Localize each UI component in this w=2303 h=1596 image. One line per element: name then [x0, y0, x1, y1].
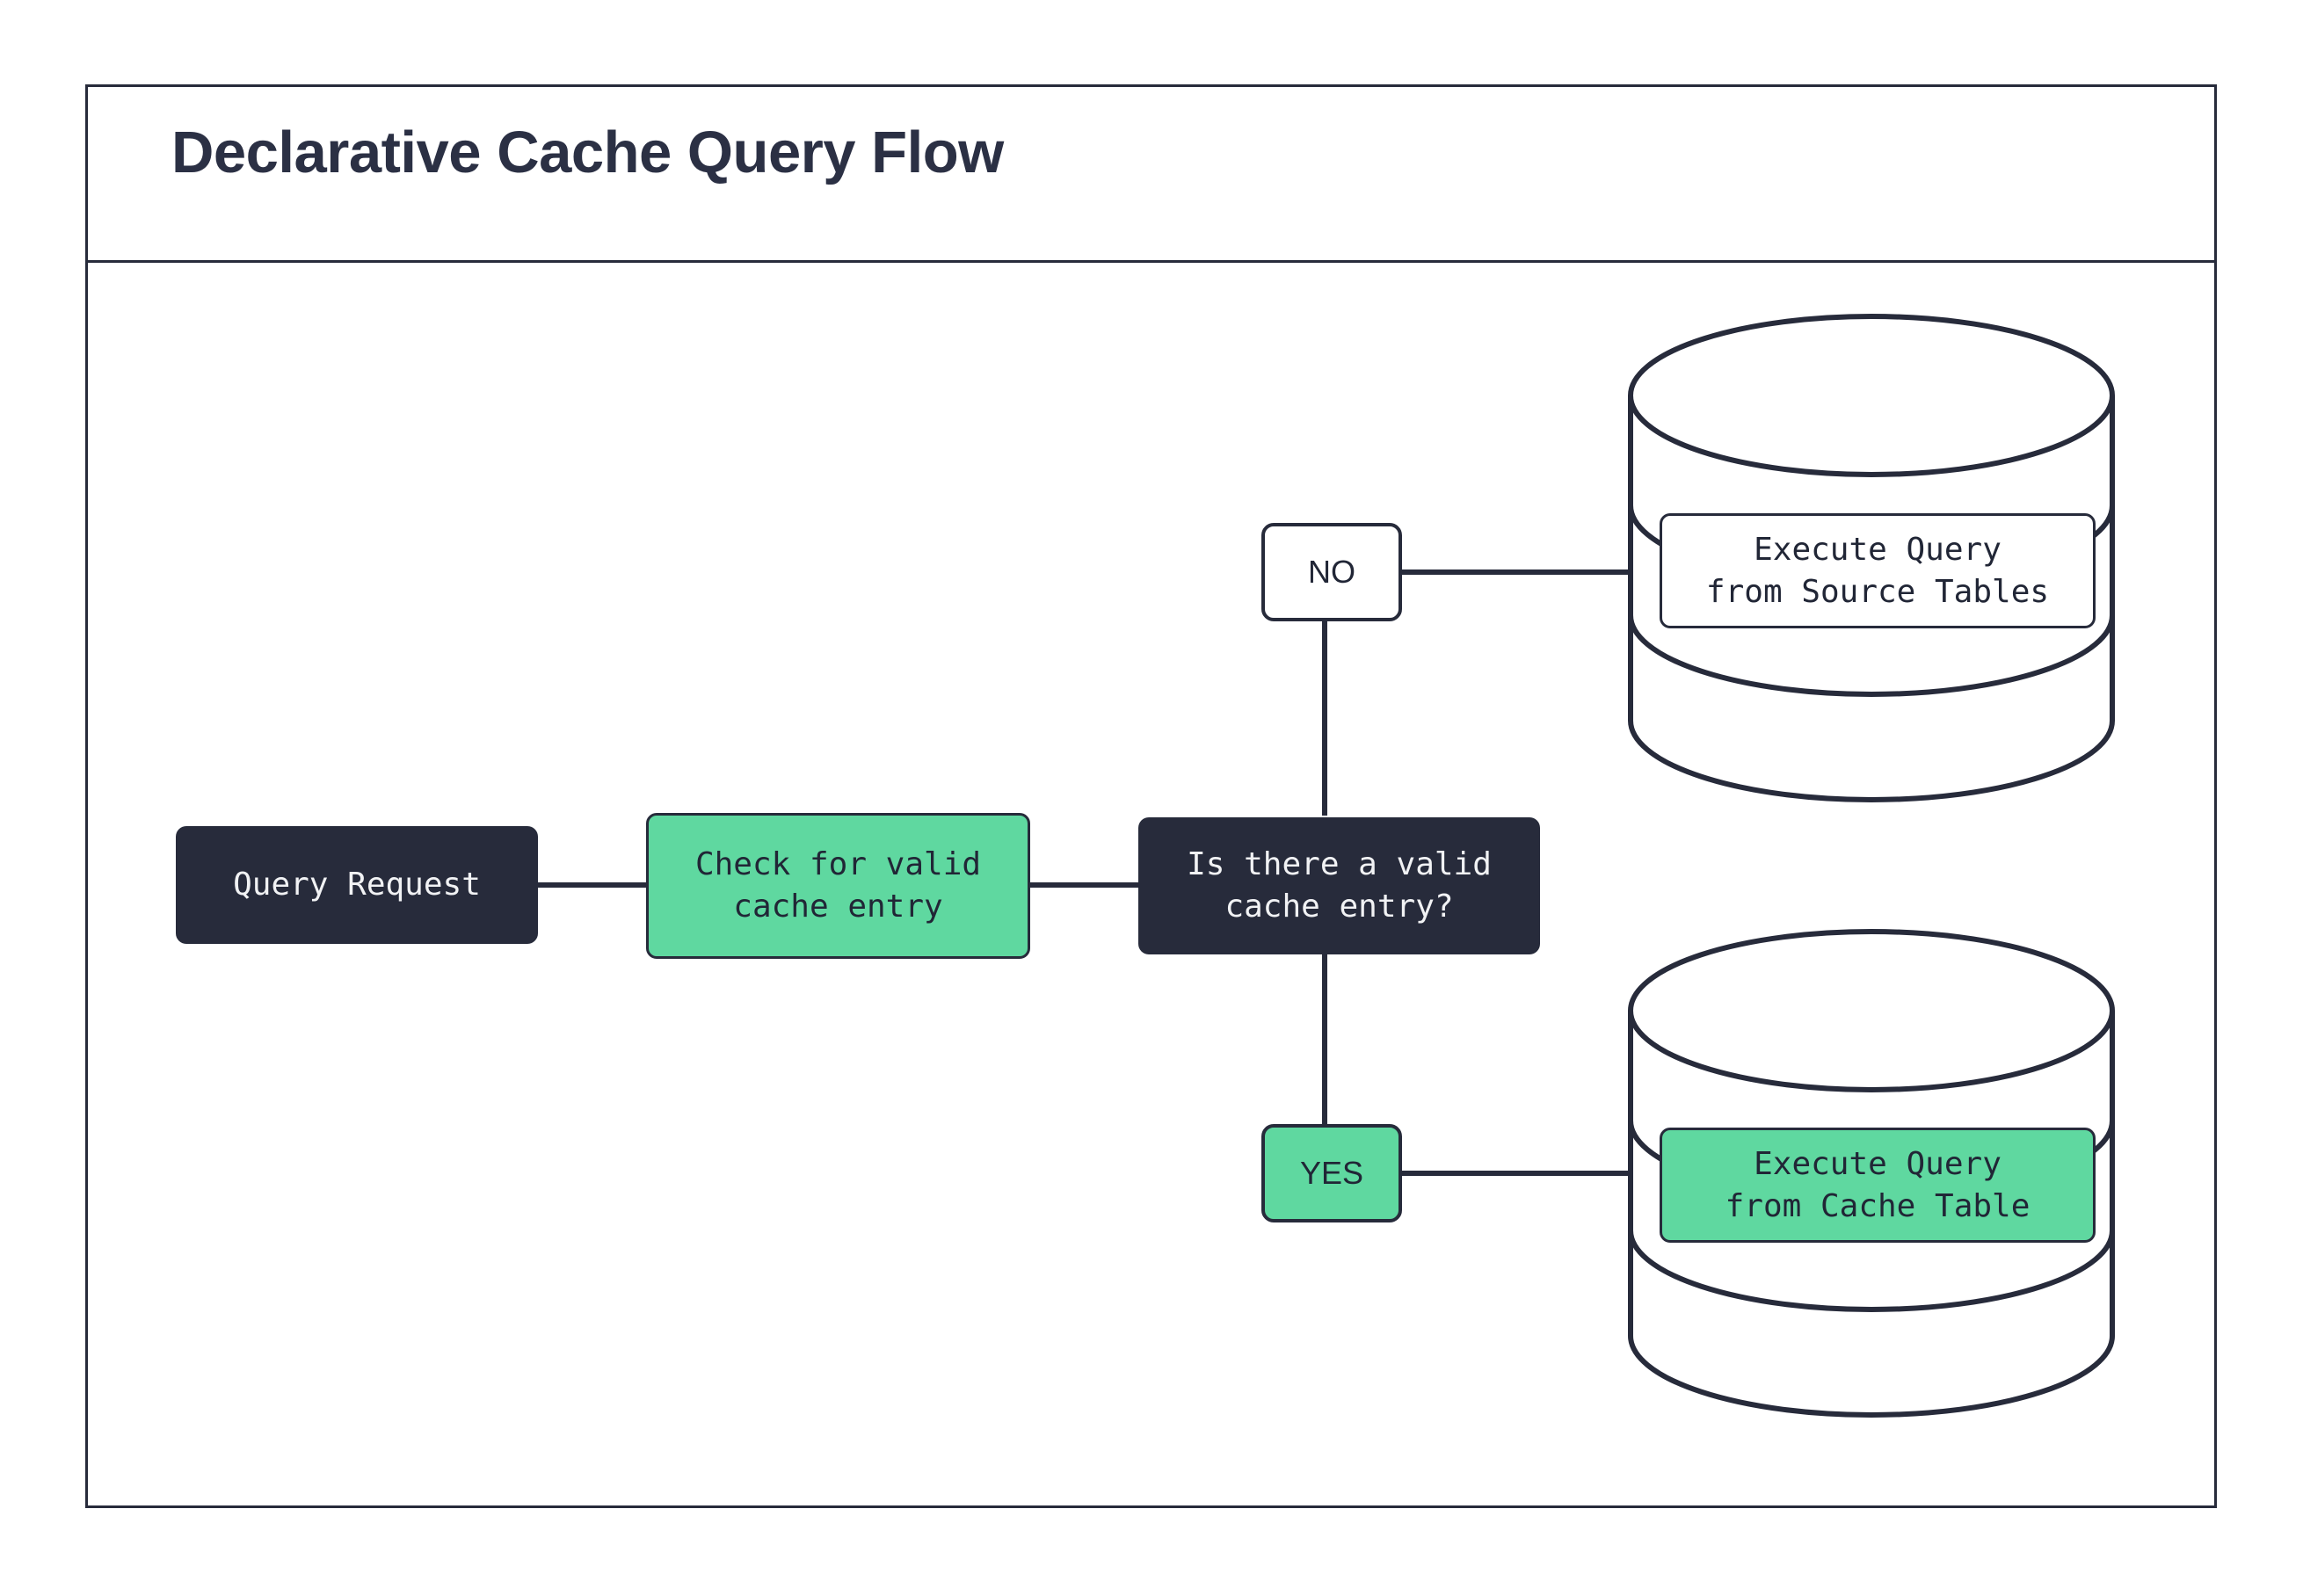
- node-decision-valid-cache-entry[interactable]: Is there a valid cache entry?: [1138, 817, 1540, 954]
- node-execute-query-cache-table[interactable]: Execute Query from Cache Table: [1660, 1128, 2096, 1243]
- edge-label-no[interactable]: NO: [1261, 523, 1402, 621]
- diagram-canvas: [88, 87, 2214, 1505]
- node-check-cache-entry[interactable]: Check for valid cache entry: [646, 813, 1030, 959]
- diagram-frame: Declarative Cache Query Flow: [85, 84, 2217, 1508]
- title-bar: Declarative Cache Query Flow: [88, 87, 2214, 263]
- page-title: Declarative Cache Query Flow: [171, 120, 1004, 185]
- edge-label-yes[interactable]: YES: [1261, 1124, 1402, 1222]
- node-query-request[interactable]: Query Request: [176, 826, 538, 944]
- node-execute-query-source-tables[interactable]: Execute Query from Source Tables: [1660, 513, 2096, 628]
